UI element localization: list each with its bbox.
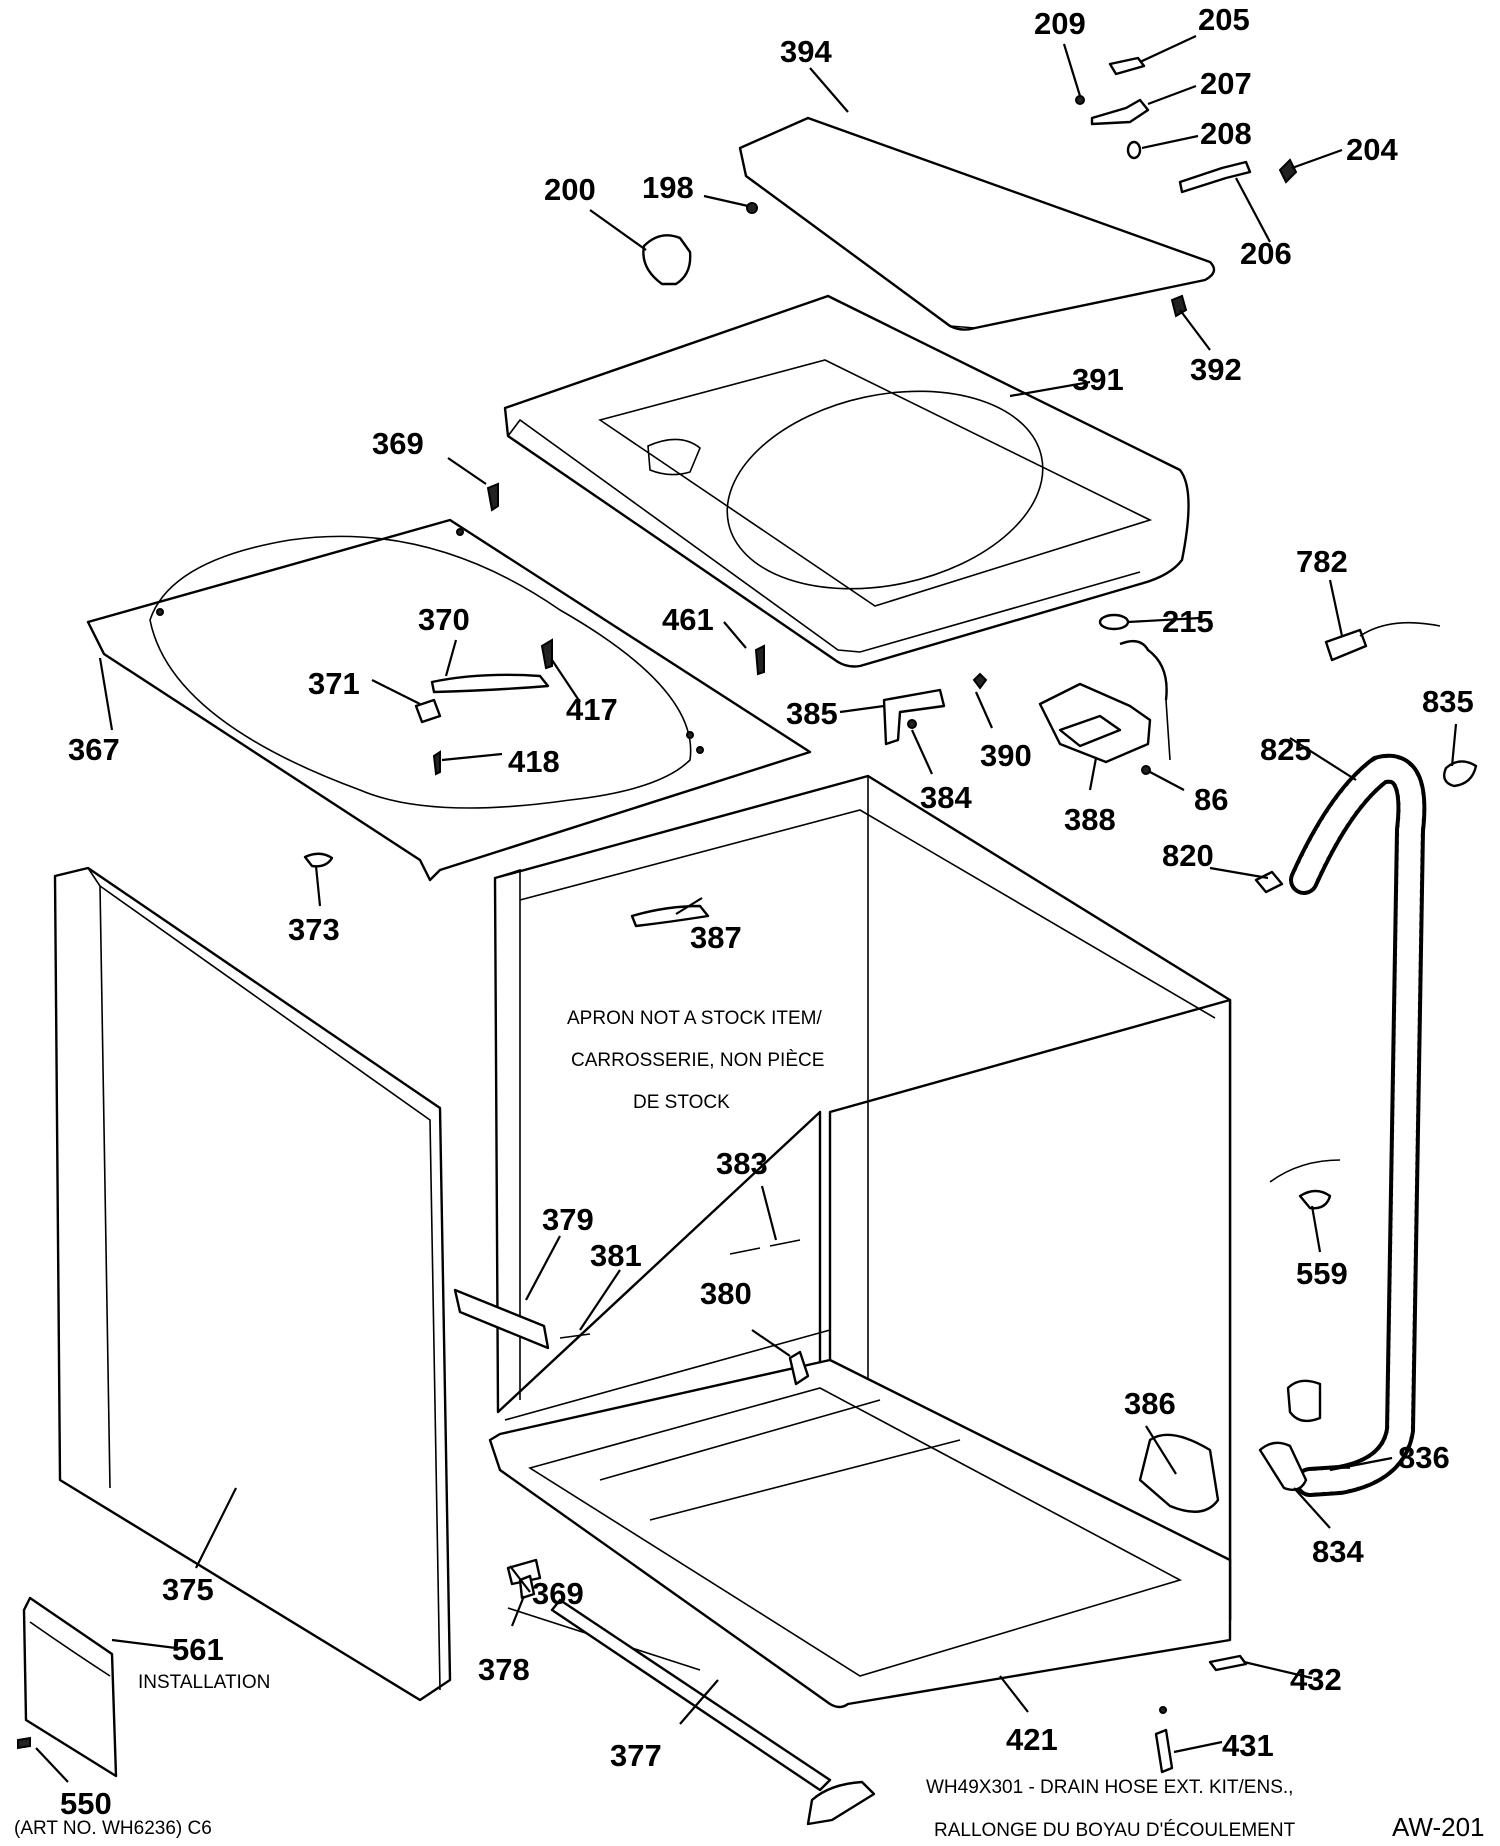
- top-frame-part: [86, 518, 812, 882]
- label-421: 421: [1006, 1722, 1058, 1757]
- label-836: 836: [1398, 1440, 1450, 1475]
- label-835: 835: [1422, 684, 1474, 719]
- cabinet-braces: [453, 1239, 810, 1671]
- label-209: 209: [1034, 6, 1086, 41]
- label-834: 834: [1312, 1534, 1364, 1569]
- label-215: 215: [1162, 604, 1214, 639]
- label-384: 384: [920, 780, 972, 815]
- part-number-labels: 394 209 205 207 208 204 206 198 200 392 …: [60, 2, 1474, 1821]
- kit-note-line-1: WH49X301 - DRAIN HOSE EXT. KIT/ENS.,: [926, 1777, 1293, 1798]
- label-369-bottom: 369: [532, 1576, 584, 1611]
- label-370: 370: [418, 602, 470, 637]
- label-392: 392: [1190, 352, 1242, 387]
- label-561: 561: [172, 1632, 224, 1667]
- label-371: 371: [308, 666, 360, 701]
- label-378: 378: [478, 1652, 530, 1687]
- kit-note: WH49X301 - DRAIN HOSE EXT. KIT/ENS., RAL…: [926, 1777, 1296, 1841]
- label-417: 417: [566, 692, 618, 727]
- label-206: 206: [1240, 236, 1292, 271]
- label-825: 825: [1260, 732, 1312, 767]
- label-200: 200: [544, 172, 596, 207]
- label-390: 390: [980, 738, 1032, 773]
- apron-note-line-1: APRON NOT A STOCK ITEM/: [567, 1008, 823, 1029]
- hinge-hardware: [642, 56, 1298, 318]
- label-373: 373: [288, 912, 340, 947]
- drain-hose-part: [1254, 621, 1478, 1497]
- installation-packet-part: [17, 1596, 118, 1778]
- frame-small-parts: [414, 482, 765, 776]
- label-388: 388: [1064, 802, 1116, 837]
- label-559: 559: [1296, 1256, 1348, 1291]
- label-394: 394: [780, 34, 832, 69]
- label-386: 386: [1124, 1386, 1176, 1421]
- label-205: 205: [1198, 2, 1250, 37]
- apron-note-line-2: CARROSSERIE, NON PIÈCE: [571, 1050, 824, 1071]
- apron-note-line-3: DE STOCK: [633, 1092, 730, 1113]
- label-782: 782: [1296, 544, 1348, 579]
- art-number: (ART NO. WH6236) C6: [14, 1818, 212, 1839]
- label-379: 379: [542, 1202, 594, 1237]
- installation-label: INSTALLATION: [138, 1672, 270, 1693]
- label-207: 207: [1200, 66, 1252, 101]
- label-381: 381: [590, 1238, 642, 1273]
- label-208: 208: [1200, 116, 1252, 151]
- label-385: 385: [786, 696, 838, 731]
- label-380: 380: [700, 1276, 752, 1311]
- kit-note-line-2: RALLONGE DU BOYAU D'ÉCOULEMENT: [934, 1820, 1296, 1841]
- leader-lines: [35, 35, 1458, 1783]
- apron-note: APRON NOT A STOCK ITEM/ CARROSSERIE, NON…: [567, 1008, 824, 1113]
- label-431: 431: [1222, 1728, 1274, 1763]
- front-panel-part: [53, 866, 452, 1702]
- label-418: 418: [508, 744, 560, 779]
- label-198: 198: [642, 170, 694, 205]
- label-367: 367: [68, 732, 120, 767]
- label-375: 375: [162, 1572, 214, 1607]
- label-461: 461: [662, 602, 714, 637]
- label-550: 550: [60, 1786, 112, 1821]
- label-432: 432: [1290, 1662, 1342, 1697]
- label-377: 377: [610, 1738, 662, 1773]
- front-rail-part: [550, 1598, 1248, 1826]
- base-frame-part: [488, 1358, 1232, 1709]
- label-86: 86: [1194, 782, 1228, 817]
- top-cover-part: [503, 294, 1190, 668]
- label-204: 204: [1346, 132, 1398, 167]
- label-820: 820: [1162, 838, 1214, 873]
- label-383: 383: [716, 1146, 768, 1181]
- lid-part: [738, 116, 1216, 331]
- drawing-id: AW-201: [1392, 1812, 1485, 1841]
- switch-assembly: [882, 613, 1171, 775]
- label-391: 391: [1072, 362, 1124, 397]
- label-387: 387: [690, 920, 742, 955]
- label-369-top: 369: [372, 426, 424, 461]
